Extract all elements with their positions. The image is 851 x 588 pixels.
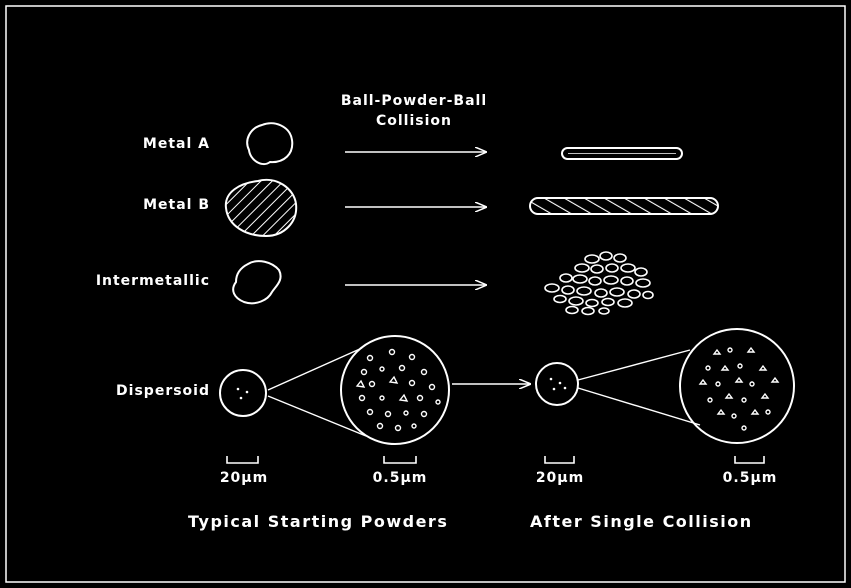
caption-starting-powders: Typical Starting Powders	[188, 512, 448, 531]
metal-b-particle	[226, 180, 296, 236]
metal-a-particle	[247, 123, 292, 164]
dispersoid-start-magnified-particles	[357, 350, 440, 431]
header-line-1: Ball-Powder-Ball	[294, 92, 534, 111]
dispersoid-after-magnified	[680, 329, 794, 443]
dispersoid-start-particle	[220, 370, 266, 416]
dispersoid-after-magnified-particles	[700, 348, 778, 430]
metal-b-flattened	[530, 198, 718, 214]
row-label-metal-b: Metal B	[143, 197, 210, 213]
row-label-dispersoid: Dispersoid	[116, 383, 210, 399]
zoom-line-after-top	[578, 350, 690, 380]
scale-bars	[227, 456, 764, 463]
dispersoid-after-dots	[550, 378, 567, 391]
zoom-line-after-bottom	[578, 388, 700, 425]
scale-label-start-coarse: 20μm	[204, 470, 284, 486]
scale-label-after-coarse: 20μm	[520, 470, 600, 486]
scale-label-start-fine: 0.5μm	[360, 470, 440, 486]
dispersoid-start-dots	[237, 388, 249, 400]
row-label-metal-a: Metal A	[143, 136, 210, 152]
intermetallic-particle	[233, 261, 280, 303]
dispersoid-after-particle	[536, 363, 578, 405]
zoom-line-start-top	[268, 348, 362, 390]
intermetallic-fragments	[545, 252, 653, 315]
zoom-line-start-bottom	[268, 396, 366, 436]
header-line-2: Collision	[294, 112, 534, 131]
scale-label-after-fine: 0.5μm	[710, 470, 790, 486]
caption-after-collision: After Single Collision	[530, 512, 753, 531]
row-label-intermetallic: Intermetallic	[96, 273, 210, 289]
